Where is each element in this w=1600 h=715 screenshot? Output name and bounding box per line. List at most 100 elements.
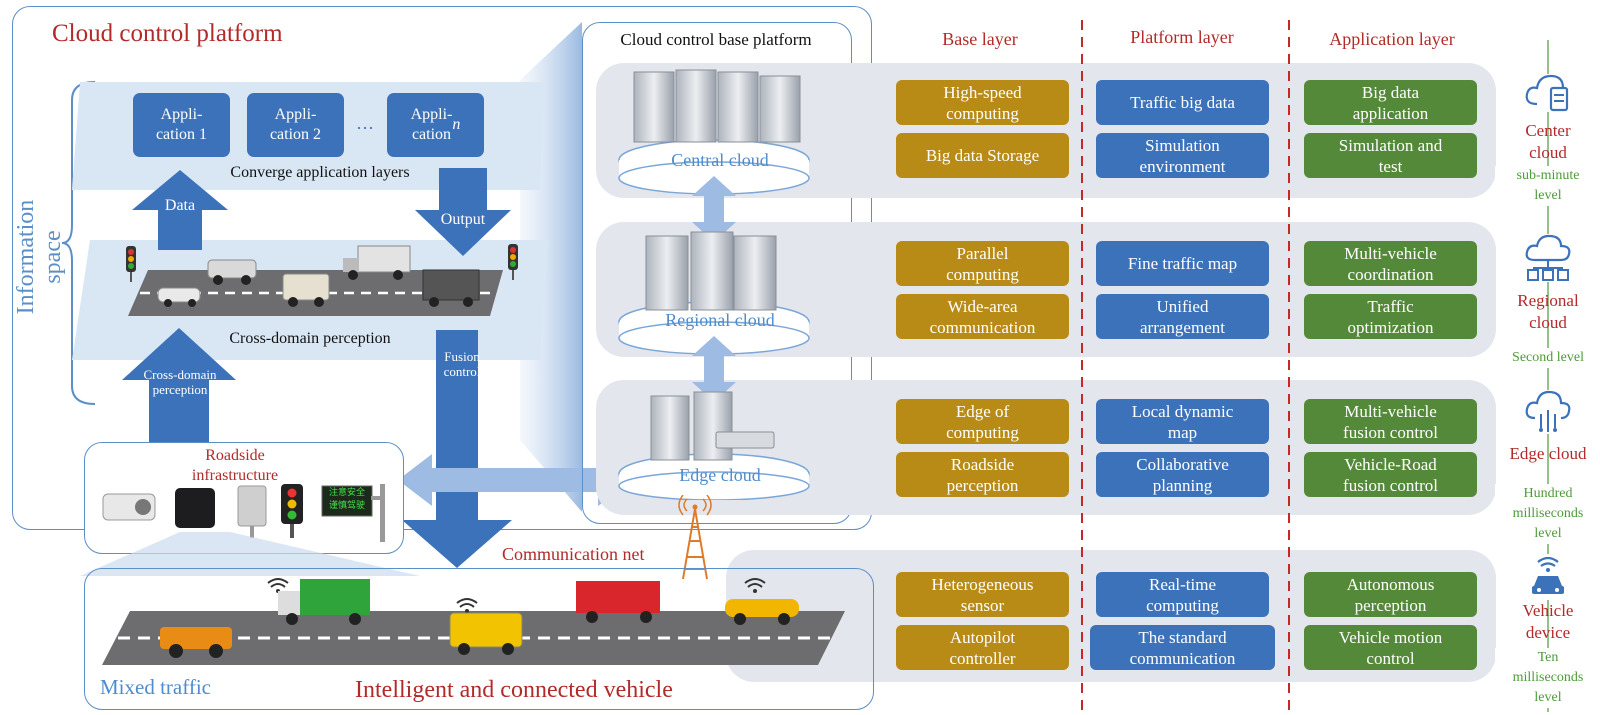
cross-domain-arrow-label: Cross-domain perception xyxy=(143,367,217,397)
edge-cloud-label: Edge cloud xyxy=(1509,444,1587,463)
radar-icon xyxy=(175,488,215,528)
cell-base-autopilot-controller: Autopilot controller xyxy=(896,625,1069,670)
cell-app-traffic-optimization: Traffic optimization xyxy=(1304,294,1477,339)
fusion-control-label: Fusion control xyxy=(443,349,481,379)
car-icon xyxy=(157,287,201,307)
server-icon xyxy=(733,235,777,311)
output-down-arrow xyxy=(415,168,511,256)
cell-platform-unified-arrangement: Unified arrangement xyxy=(1096,294,1269,339)
application-2-button[interactable]: Appli- cation 2 xyxy=(247,93,344,157)
pickup-icon xyxy=(207,259,257,285)
cell-app-vehicle-motion-control: Vehicle motion control xyxy=(1304,625,1477,670)
cell-app-autonomous-perception: Autonomous perception xyxy=(1304,572,1477,617)
cloud-network-icon xyxy=(1525,234,1571,282)
cell-base-edge-of-computing: Edge of computing xyxy=(896,399,1069,444)
center-cloud-label: Center cloud xyxy=(1525,121,1571,162)
traffic-light-icon xyxy=(126,246,136,282)
cargo-truck-icon xyxy=(278,579,370,625)
server-icon xyxy=(693,391,733,461)
cell-base-high-speed-computing: High-speed computing xyxy=(896,80,1069,125)
edge-cloud-label: Edge cloud xyxy=(679,465,761,485)
communication-net-label: Communication net xyxy=(502,544,645,564)
roadside-devices-illustration xyxy=(102,484,385,542)
sports-car-icon xyxy=(725,599,799,625)
led-sign-icon xyxy=(321,484,385,542)
vehicle-device-label: Vehicle device xyxy=(1522,601,1574,642)
cloud-control-platform-title: Cloud control platform xyxy=(52,20,283,47)
led-sign-text: 注意安全 谨慎驾驶 xyxy=(328,488,365,511)
edge-cloud-latency: Hundred milliseconds level xyxy=(1495,484,1600,544)
traffic-light-icon xyxy=(281,484,303,538)
cell-base-parallel-computing: Parallel computing xyxy=(896,241,1069,286)
server-icon xyxy=(650,395,690,461)
bus-icon xyxy=(282,273,330,307)
center-cloud-latency: sub-minute level xyxy=(1495,166,1600,206)
cell-platform-real-time-computing: Real-time computing xyxy=(1096,572,1269,617)
wifi-icon xyxy=(456,598,478,613)
school-bus-icon xyxy=(449,612,523,655)
traffic-light-icon xyxy=(508,244,518,280)
sensor-unit-icon xyxy=(237,485,267,538)
application-layer-header: Application layer xyxy=(1329,29,1455,49)
cell-app-multi-vehicle-fusion-control: Multi-vehicle fusion control xyxy=(1304,399,1477,444)
fusion-control-down-arrow xyxy=(402,330,512,568)
data-label: Data xyxy=(164,197,196,214)
vehicle-device-latency: Ten milliseconds level xyxy=(1495,648,1600,708)
cell-platform-local-dynamic-map: Local dynamic map xyxy=(1096,399,1269,444)
cloud-servers-illustration xyxy=(618,69,810,500)
information-space-brace xyxy=(61,81,96,405)
roadside-infrastructure-title: Roadside infrastructure xyxy=(191,447,279,484)
cell-platform-standard-communication: The standard communication xyxy=(1090,625,1275,670)
server-icon xyxy=(633,71,675,143)
intelligent-connected-vehicle-title: Intelligent and connected vehicle xyxy=(355,677,673,703)
mixed-traffic-road-illustration xyxy=(102,578,845,665)
antenna-tower-icon xyxy=(678,495,712,580)
cell-app-vehicle-road-fusion-control: Vehicle-Road fusion control xyxy=(1304,452,1477,497)
cloud-control-base-platform-title: Cloud control base platform xyxy=(620,30,812,49)
switch-icon xyxy=(715,431,775,449)
perception-road-illustration xyxy=(126,244,518,316)
wifi-icon xyxy=(744,578,766,593)
truck-icon xyxy=(422,269,480,307)
cell-platform-fine-traffic-map: Fine traffic map xyxy=(1096,241,1269,286)
cross-domain-perception-caption: Cross-domain perception xyxy=(229,330,391,347)
fire-truck-icon xyxy=(576,581,660,623)
edge-cloud-icon xyxy=(1525,390,1571,434)
pickup-truck-icon xyxy=(160,627,232,658)
data-up-arrow xyxy=(132,170,228,250)
cloud-server-icon xyxy=(1525,74,1571,112)
cross-domain-up-arrow xyxy=(122,328,236,444)
cell-app-simulation-and-test: Simulation and test xyxy=(1304,133,1477,178)
cell-base-big-data-storage: Big data Storage xyxy=(896,133,1069,178)
application-1-button[interactable]: Appli- cation 1 xyxy=(133,93,230,157)
cell-base-heterogeneous-sensor: Heterogeneous sensor xyxy=(896,572,1069,617)
server-icon xyxy=(690,231,734,311)
roadside-edge-double-arrow xyxy=(398,454,634,506)
truck-icon xyxy=(343,245,411,280)
connected-car-icon xyxy=(1528,554,1568,600)
cell-platform-traffic-big-data: Traffic big data xyxy=(1096,80,1269,125)
server-icon xyxy=(645,235,689,311)
application-ellipsis: ··· xyxy=(356,118,374,138)
base-layer-header: Base layer xyxy=(942,29,1018,49)
camera-icon xyxy=(102,493,156,521)
roadside-beam xyxy=(80,532,420,576)
output-label: Output xyxy=(440,211,486,228)
regional-cloud-label: Regional cloud xyxy=(1517,291,1579,332)
cell-app-multi-vehicle-coordination: Multi-vehicle coordination xyxy=(1304,241,1477,286)
converge-application-caption: Converge application layers xyxy=(230,164,410,181)
server-icon xyxy=(759,75,801,143)
cell-base-roadside-perception: Roadside perception xyxy=(896,452,1069,497)
regional-cloud-latency: Second level xyxy=(1495,348,1600,368)
mixed-traffic-label: Mixed traffic xyxy=(100,675,211,699)
cell-base-wide-area-communication: Wide-area communication xyxy=(896,294,1069,339)
intelligent-connected-vehicle-box xyxy=(84,568,874,710)
cell-platform-simulation-environment: Simulation environment xyxy=(1096,133,1269,178)
server-icon xyxy=(675,69,717,143)
server-icon xyxy=(717,71,759,143)
cell-app-big-data-application: Big data application xyxy=(1304,80,1477,125)
application-n-button[interactable]: Appli- cation n xyxy=(387,93,484,157)
cell-platform-collaborative-planning: Collaborative planning xyxy=(1096,452,1269,497)
central-cloud-label: Central cloud xyxy=(671,150,769,170)
platform-layer-header: Platform layer xyxy=(1130,27,1234,47)
